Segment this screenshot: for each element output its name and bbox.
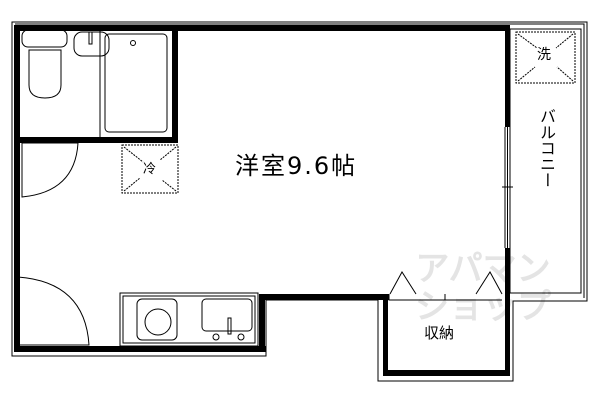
window: [502, 127, 513, 248]
kitchen-sink: [201, 298, 253, 332]
outer-outline: [11, 21, 588, 382]
fridge-space: [121, 144, 179, 194]
storage-label: 収納: [424, 324, 455, 342]
washer-label: 洗: [537, 47, 551, 63]
main-room-label: 洋室9.6帖: [235, 152, 358, 180]
bathroom-door: [21, 142, 79, 198]
bathtub: [104, 33, 168, 133]
walls: [14, 25, 510, 376]
toilet-tank: [21, 29, 68, 48]
toilet-bowl: [28, 49, 62, 99]
closet-doors: [388, 271, 503, 301]
entrance-door: [15, 276, 90, 346]
stove: [136, 298, 178, 341]
washer-space: [515, 31, 576, 84]
kitchen-counter: [119, 292, 259, 347]
fridge-label: 冷: [143, 162, 157, 177]
watermark-logo: アパマンショップ: [415, 249, 551, 327]
balcony-label: バルコニー: [537, 108, 556, 188]
